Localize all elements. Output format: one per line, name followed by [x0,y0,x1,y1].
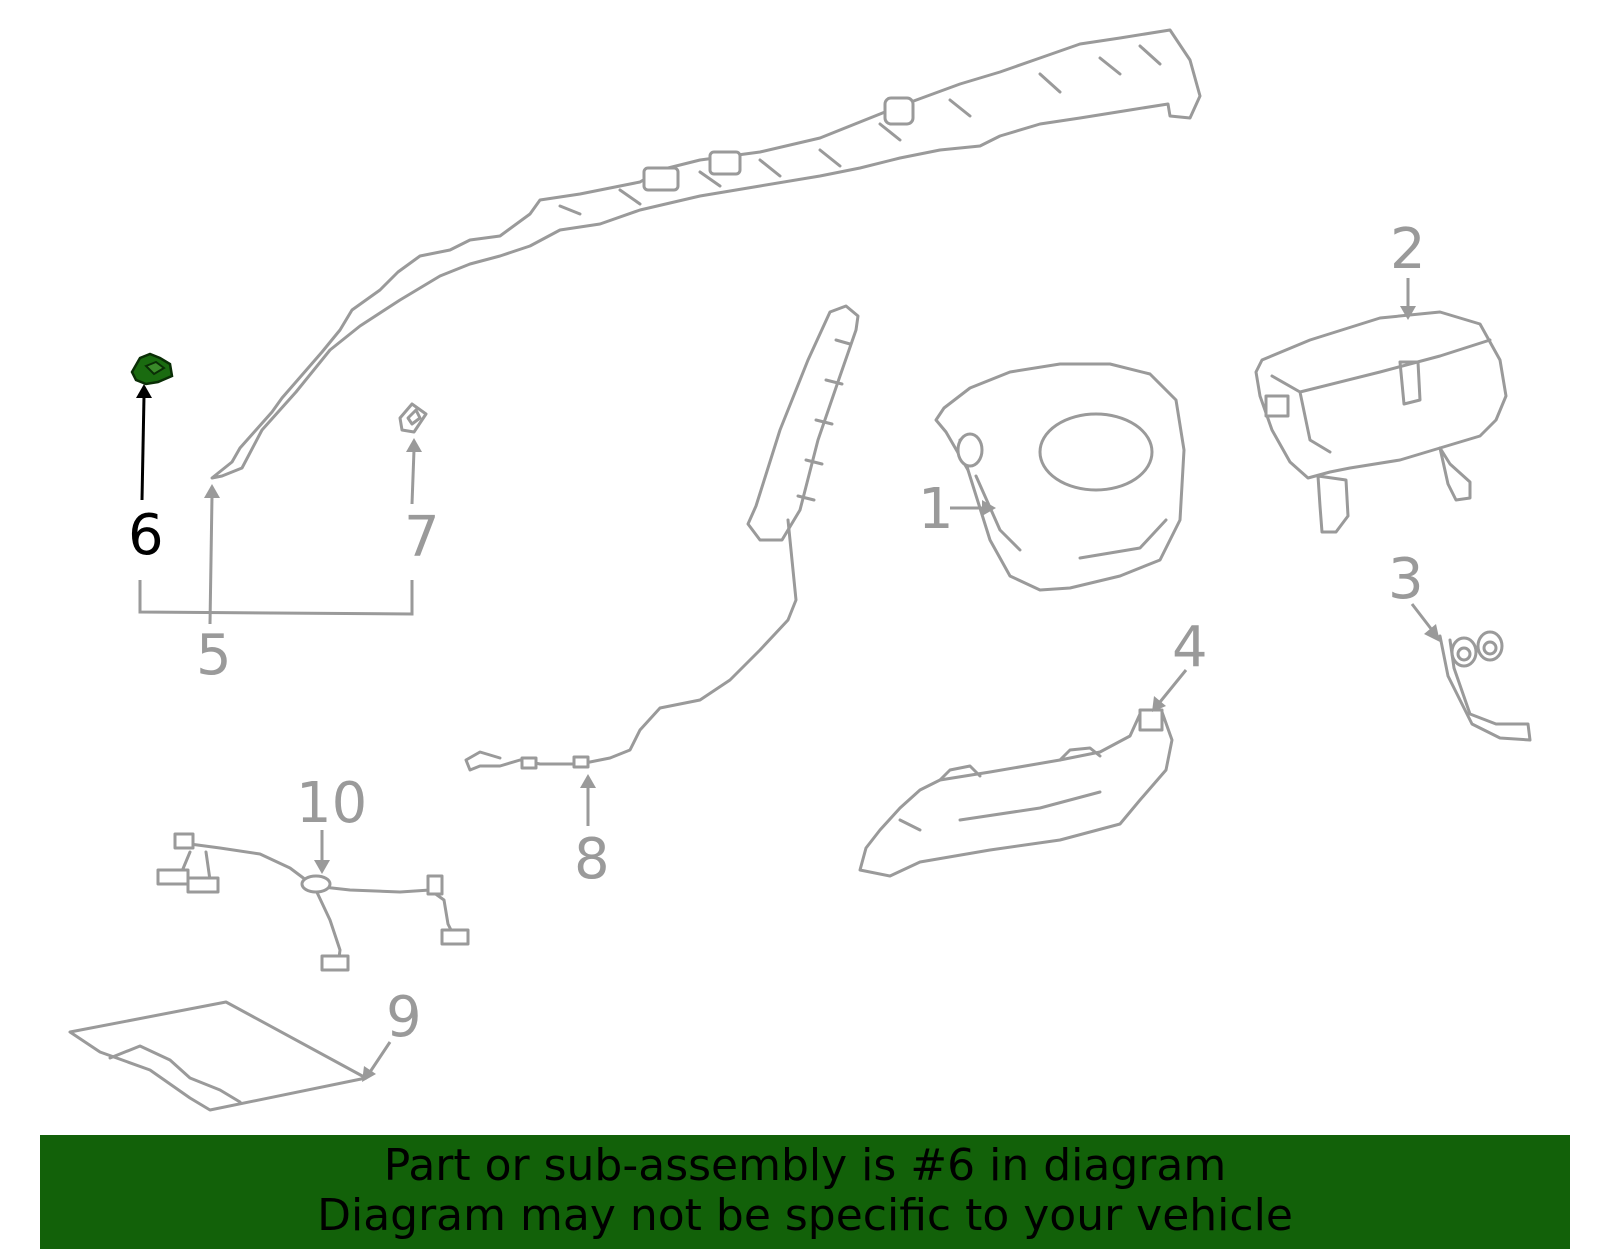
banner-line-2: Diagram may not be specific to your vehi… [317,1190,1293,1241]
callout-1: 1 [918,477,954,542]
leader-lines [136,278,1440,1082]
callout-7: 7 [404,505,440,570]
callout-4: 4 [1172,615,1208,680]
part-8-knee-airbag [464,304,860,772]
callout-5: 5 [196,623,232,688]
banner-line-1: Part or sub-assembly is #6 in diagram [383,1140,1227,1191]
part-7-clip [398,402,428,434]
part-3-bracket [1438,630,1532,742]
callout-8: 8 [574,827,610,892]
callout-2: 2 [1390,217,1426,282]
part-4-knee-bolster-airbag [858,708,1174,878]
callout-6: 6 [128,503,164,568]
callout-9: 9 [386,985,422,1050]
info-banner: Part or sub-assembly is #6 in diagram Di… [40,1135,1570,1249]
part-5-curtain-airbag [210,28,1202,480]
part-1-driver-airbag [934,362,1186,592]
part-10-wire-harness [156,832,470,972]
callout-3: 3 [1388,547,1424,612]
callout-10: 10 [296,771,367,836]
part-9-cover [68,1000,368,1112]
part-2-passenger-airbag [1254,310,1508,534]
part-6-clip [130,352,174,386]
